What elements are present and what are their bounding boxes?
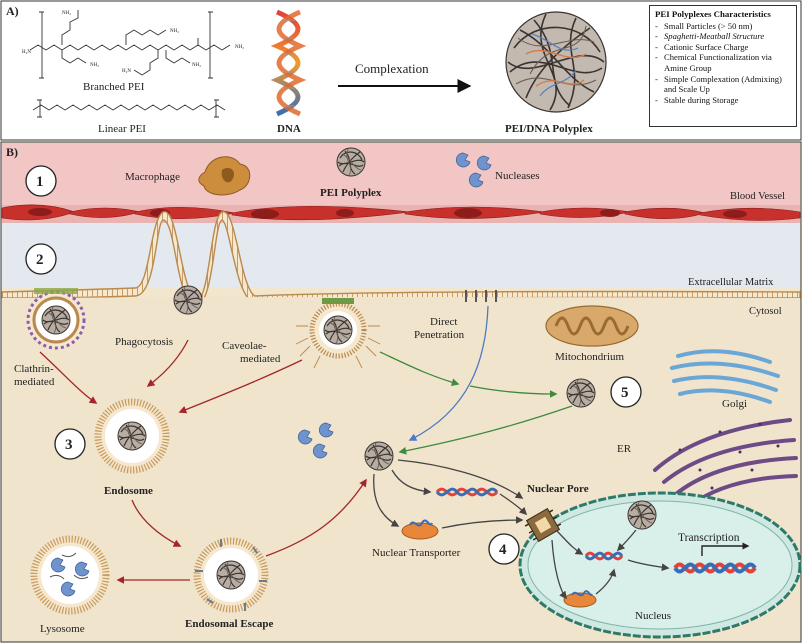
step-markers xyxy=(25,165,642,565)
characteristics-title: PEI Polyplexes Characteristics xyxy=(655,9,771,19)
dark-pathway-arrows xyxy=(373,459,670,600)
caveolae-vesicle-graphic xyxy=(295,301,381,369)
clathrin-vesicle-graphic xyxy=(26,290,86,350)
macrophage-nucleus xyxy=(221,167,235,183)
characteristic-item: Spaghetti-Meatball Structure xyxy=(655,31,791,42)
direct-penetration-label-2: Penetration xyxy=(414,329,465,341)
characteristic-item: Small Particles (> 50 nm) xyxy=(655,21,791,32)
dna-label: DNA xyxy=(277,123,301,135)
clathrin-receptors xyxy=(34,288,78,294)
mitochondrium-graphic xyxy=(545,305,639,347)
nuclear-pore-label: Nuclear Pore xyxy=(527,483,589,495)
blood-polyplex-graphic xyxy=(336,147,366,177)
free-dna-graphic xyxy=(435,487,499,497)
panel-b-label: B) xyxy=(6,145,18,159)
er-label: ER xyxy=(617,443,632,455)
h2n-label-2: H₂N xyxy=(122,69,131,74)
blood-vessel-lumen xyxy=(2,143,800,205)
branched-pei-structure xyxy=(29,10,231,79)
direct-penetration-label-1: Direct xyxy=(430,316,457,328)
lysosome-label: Lysosome xyxy=(40,623,85,635)
linear-pei-label: Linear PEI xyxy=(98,123,146,135)
mitochondrium-label: Mitochondrium xyxy=(555,351,624,363)
nh2-label-3: NH₂ xyxy=(170,29,179,34)
step-1-label: 1 xyxy=(36,174,44,190)
endosome-label: Endosome xyxy=(104,485,153,497)
caveolae-label-2: mediated xyxy=(240,353,281,365)
characteristic-item: Cationic Surface Charge xyxy=(655,42,791,53)
characteristics-list: Small Particles (> 50 nm) Spaghetti-Meat… xyxy=(655,21,791,106)
linear-pei-structure xyxy=(32,99,226,118)
nucleus-dna-graphic xyxy=(584,551,624,561)
h2n-label-1: H₂N xyxy=(22,50,31,55)
characteristic-item: Stable during Storage xyxy=(655,95,791,106)
transcription-dna-graphic xyxy=(673,562,757,574)
nh2-label-5: NH₂ xyxy=(90,63,99,68)
golgi-label: Golgi xyxy=(722,398,747,410)
phagocytosis-polyplex-graphic xyxy=(173,285,203,315)
caveolae-receptors xyxy=(322,298,354,304)
green-pathway-arrows xyxy=(379,351,573,455)
nh2-label-2: NH₂ xyxy=(235,45,244,50)
transcription-label: Transcription xyxy=(678,532,740,544)
golgi-graphic xyxy=(670,349,780,404)
macrophage-label: Macrophage xyxy=(125,171,180,183)
nuclear-pore-graphic xyxy=(524,507,562,543)
branched-pei-label: Branched PEI xyxy=(83,81,145,93)
endosome-graphic xyxy=(94,398,170,474)
extracellular-matrix-region xyxy=(2,223,800,287)
direct-penetration-arrow xyxy=(408,305,489,441)
er-ribosomes xyxy=(678,422,780,490)
characteristics-box: PEI Polyplexes Characteristics Small Par… xyxy=(649,5,797,127)
red-pathway-arrows xyxy=(39,339,367,584)
lysosome-graphic xyxy=(30,535,110,615)
step-3-label: 3 xyxy=(65,437,73,453)
step-4-label: 4 xyxy=(499,542,507,558)
step-5-label: 5 xyxy=(621,385,629,401)
step5-polyplex-graphic xyxy=(566,378,596,408)
nh2-label-1: NH₂ xyxy=(62,11,71,16)
nucleus-label: Nucleus xyxy=(635,610,671,622)
pei-polyplex-label: PEI Polyplex xyxy=(320,187,382,199)
blood-vessel-label: Blood Vessel xyxy=(730,191,785,202)
phagocytosis-label: Phagocytosis xyxy=(115,336,173,348)
nuclear-transporter-graphic xyxy=(401,519,439,540)
membrane-pores-graphic xyxy=(465,290,497,302)
cytosol-polyplex-graphic xyxy=(364,441,394,471)
nucleases-label: Nucleases xyxy=(495,170,540,182)
clathrin-label-2: mediated xyxy=(14,376,55,388)
panel-a-label: A) xyxy=(6,4,19,18)
caveolae-label-1: Caveolae- xyxy=(222,340,267,352)
clathrin-label-1: Clathrin- xyxy=(14,363,54,375)
cytosol-label: Cytosol xyxy=(749,306,782,317)
nucleus-transporter-graphic xyxy=(563,590,597,608)
endothelial-nuclei xyxy=(28,208,747,219)
step-2-label: 2 xyxy=(36,252,44,268)
endosomal-escape-graphic xyxy=(193,537,269,613)
nucleus-polyplex-graphic xyxy=(627,500,657,530)
polyplex-label: PEI/DNA Polyplex xyxy=(505,123,593,135)
nh2-label-4: NH₂ xyxy=(192,63,201,68)
polyplex-graphic xyxy=(505,11,607,113)
extracellular-matrix-label: Extracellular Matrix xyxy=(688,277,774,288)
characteristic-item: Chemical Functionalization via Amine Gro… xyxy=(655,52,791,73)
endosomal-escape-label: Endosomal Escape xyxy=(185,618,273,630)
nuclear-transporter-label: Nuclear Transporter xyxy=(372,547,461,559)
dna-helix-graphic xyxy=(270,9,307,117)
characteristic-item: Simple Complexation (Admixing) and Scale… xyxy=(655,74,791,95)
complexation-label: Complexation xyxy=(355,61,429,76)
transcription-arrow xyxy=(701,542,750,556)
